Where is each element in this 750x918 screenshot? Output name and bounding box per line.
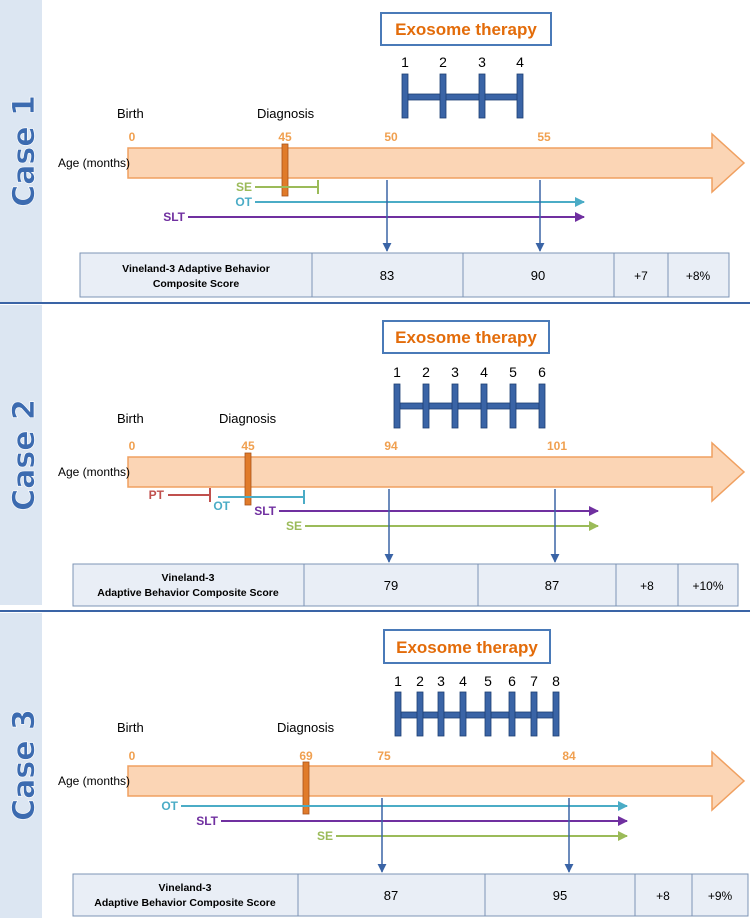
- case-1-label: Case 1: [7, 95, 42, 207]
- case-2-age-axis-label: Age (months): [58, 465, 130, 479]
- case-2-therapy-title-box: [382, 320, 550, 354]
- case-1-age-diagnosis: 45: [278, 130, 292, 144]
- case-1-therapy-label-se: SE: [236, 180, 252, 194]
- case-3-score-percent: +9%: [708, 889, 733, 903]
- case-3-session-8: 8: [552, 673, 560, 689]
- case-3-diagnosis-marker: [302, 761, 310, 815]
- case-1-band: [0, 0, 42, 302]
- case-1-score-change: +7: [634, 269, 648, 283]
- case-1-age-followup: 55: [537, 130, 551, 144]
- case-1-therapy-label-slt: SLT: [163, 210, 185, 224]
- case-3-therapy-label-se: SE: [317, 829, 333, 843]
- case-2-table-label-line-2: Adaptive Behavior Composite Score: [97, 587, 279, 599]
- case-3-birth-label: Birth: [117, 720, 144, 735]
- case-3-therapy-label-slt: SLT: [196, 814, 218, 828]
- case-3-session-7: 7: [530, 673, 538, 689]
- case-1-age-axis-label: Age (months): [58, 156, 130, 170]
- case-1-table-label-line-2: Composite Score: [153, 278, 240, 290]
- case-3-score-baseline: 87: [384, 888, 398, 903]
- case-2-session-1: 1: [393, 364, 401, 380]
- case-3-therapy-title: Exosome therapy: [396, 638, 538, 657]
- case-1-score-percent: +8%: [686, 269, 711, 283]
- case-3-age-axis-label: Age (months): [58, 774, 130, 788]
- case-1-session-2: 2: [439, 54, 447, 70]
- case-3-session-3: 3: [437, 673, 445, 689]
- case-2-table-label-line-1: Vineland-3: [162, 572, 215, 584]
- case-3-age-0: 0: [129, 749, 136, 763]
- case-2-age-diagnosis: 45: [241, 439, 255, 453]
- case-1-session-ladder: [401, 73, 524, 119]
- case-1-age-baseline: 50: [384, 130, 398, 144]
- case-1-score-followup: 90: [531, 268, 545, 283]
- case-3-score-table: Vineland-3 Adaptive Behavior Composite S…: [72, 873, 749, 917]
- case-2-therapy-label-ot: OT: [213, 499, 230, 513]
- case-2-score-percent: +10%: [692, 579, 723, 593]
- case-2-age-0: 0: [129, 439, 136, 453]
- case-1-therapy-title-box: [380, 12, 552, 46]
- case-2-birth-label: Birth: [117, 411, 144, 426]
- case-3-session-ladder: [394, 691, 560, 737]
- case-2-score-followup: 87: [545, 578, 559, 593]
- case-3-panel: Case 3 Exosome therapy 1 2 3 4 5 6 7 8 B…: [0, 613, 749, 918]
- case-1-timeline-arrow: [127, 132, 746, 194]
- case-2-session-2: 2: [422, 364, 430, 380]
- case-3-age-diagnosis: 69: [299, 749, 313, 763]
- case-2-diagnosis-marker: [244, 452, 252, 506]
- case-2-therapy-label-pt: PT: [149, 488, 165, 502]
- case-2-label: Case 2: [7, 399, 42, 511]
- case-1-panel: Case 1 Exosome therapy 1 2 3 4 Birth Dia…: [0, 0, 746, 302]
- case-3-table-label-line-2: Adaptive Behavior Composite Score: [94, 897, 276, 909]
- case-1-session-3: 3: [478, 54, 486, 70]
- case-3-label: Case 3: [7, 709, 42, 821]
- case-3-session-4: 4: [459, 673, 467, 689]
- case-3-timeline-arrow: [127, 750, 746, 812]
- case-2-band: [0, 305, 42, 605]
- case-1-score-table: Vineland-3 Adaptive Behavior Composite S…: [79, 252, 730, 298]
- case-3-therapy-label-ot: OT: [161, 799, 178, 813]
- case-2-session-6: 6: [538, 364, 546, 380]
- case-2-therapy-title: Exosome therapy: [395, 328, 537, 347]
- case-2-score-baseline: 79: [384, 578, 398, 593]
- case-2-session-3: 3: [451, 364, 459, 380]
- case-1-diagnosis-label: Diagnosis: [257, 106, 315, 121]
- case-1-score-baseline: 83: [380, 268, 394, 283]
- case-2-score-change: +8: [640, 579, 654, 593]
- case-2-timeline-arrow: [127, 441, 746, 503]
- case-3-session-2: 2: [416, 673, 424, 689]
- case-2-diagnosis-label: Diagnosis: [219, 411, 277, 426]
- case-2-age-followup: 101: [547, 439, 567, 453]
- case-3-therapy-title-box: [383, 629, 551, 664]
- case-1-age-0: 0: [129, 130, 136, 144]
- case-3-age-followup: 84: [562, 749, 576, 763]
- case-1-session-1: 1: [401, 54, 409, 70]
- case-1-diagnosis-marker: [281, 143, 289, 197]
- case-3-band: [0, 613, 42, 918]
- case-1-therapy-title: Exosome therapy: [395, 20, 537, 39]
- case-2-therapy-label-se: SE: [286, 519, 302, 533]
- case-3-table-label-line-1: Vineland-3: [159, 882, 212, 894]
- case-2-session-4: 4: [480, 364, 488, 380]
- case-3-session-6: 6: [508, 673, 516, 689]
- case-2-score-table: Vineland-3 Adaptive Behavior Composite S…: [72, 563, 739, 607]
- case-2-therapy-label-slt: SLT: [254, 504, 276, 518]
- case-3-session-5: 5: [484, 673, 492, 689]
- case-3-session-1: 1: [394, 673, 402, 689]
- case-3-score-followup: 95: [553, 888, 567, 903]
- case-2-session-ladder: [393, 383, 546, 429]
- case-1-session-4: 4: [516, 54, 524, 70]
- case-1-table-label-line-1: Vineland-3 Adaptive Behavior: [122, 263, 270, 275]
- case-1-therapy-label-ot: OT: [235, 195, 252, 209]
- case-3-age-baseline: 75: [377, 749, 391, 763]
- case-2-session-5: 5: [509, 364, 517, 380]
- case-2-panel: Case 2 Exosome therapy 1 2 3 4 5 6 Birth…: [0, 305, 746, 607]
- case-3-score-change: +8: [656, 889, 670, 903]
- case-3-diagnosis-label: Diagnosis: [277, 720, 335, 735]
- case-1-birth-label: Birth: [117, 106, 144, 121]
- case-2-age-baseline: 94: [384, 439, 398, 453]
